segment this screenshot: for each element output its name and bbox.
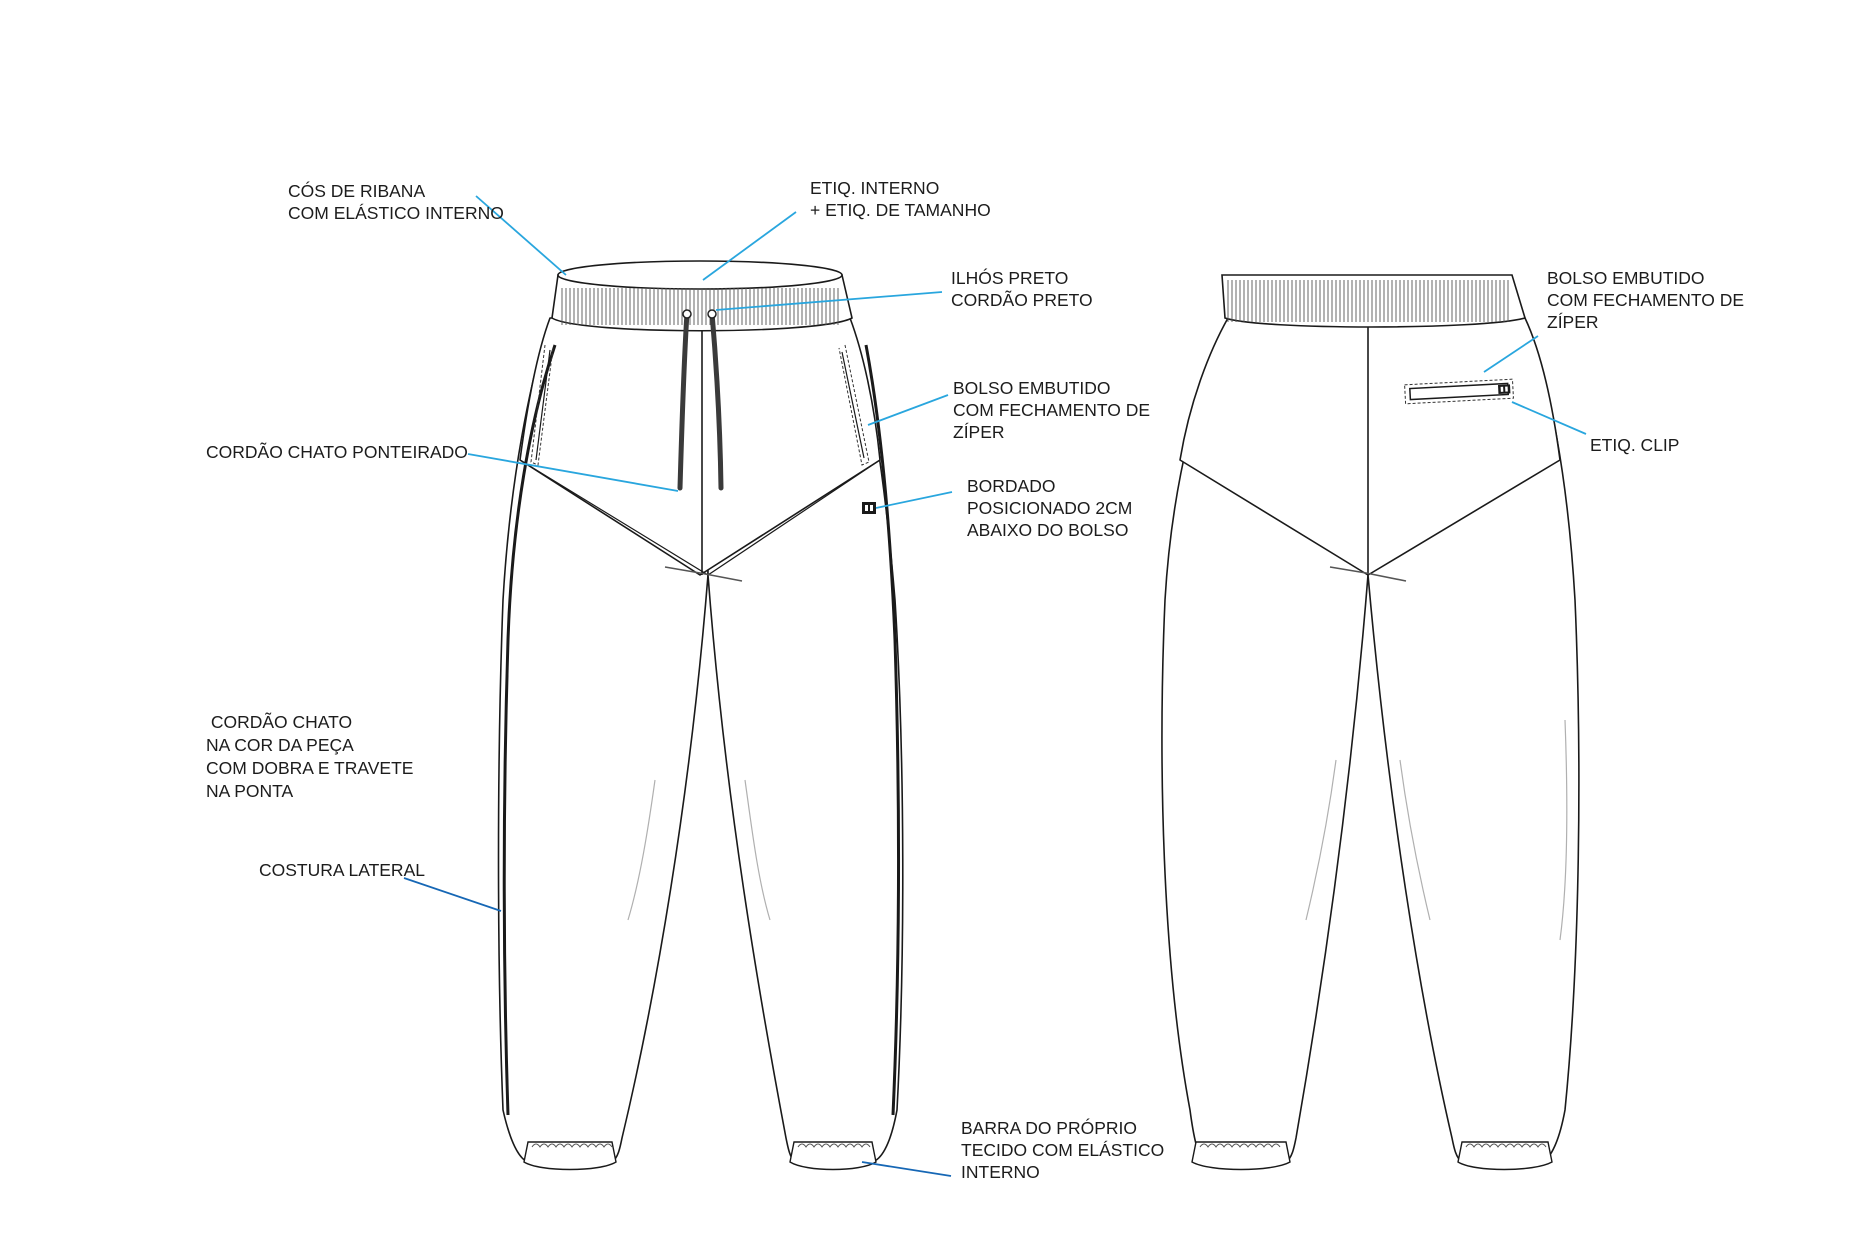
front-fold-left <box>627 779 656 921</box>
leader-side-seam <box>403 877 502 912</box>
leader-flat-cord <box>467 453 679 492</box>
back-torso <box>1179 317 1561 576</box>
label-side-seam: COSTURA LATERAL <box>259 860 425 880</box>
dc-logo-icon <box>1498 384 1511 394</box>
label-flat-cord: CORDÃO CHATO PONTEIRADO <box>206 441 468 462</box>
label-inner-label: ETIQ. INTERNO + ETIQ. DE TAMANHO <box>810 178 991 220</box>
front-right-cuff <box>789 1141 877 1171</box>
front-waistband <box>551 260 853 332</box>
leader-hem <box>861 1161 952 1177</box>
back-crotch-line <box>1329 566 1407 582</box>
back-zip-pocket <box>1404 378 1514 405</box>
back-fold-right <box>1399 759 1431 921</box>
label-flat-cord-colour: CORDÃO CHATO NA COR DA PEÇA COM DOBRA E … <box>206 711 448 801</box>
front-right-side-piping <box>864 344 901 1116</box>
front-fold-right <box>744 779 771 921</box>
back-fold-left <box>1305 759 1337 921</box>
label-front-zip-pocket: BOLSO EMBUTIDO COM FECHAMENTO DE ZÍPER <box>953 378 1155 442</box>
leader-waistband <box>475 195 567 276</box>
leader-eyelets <box>715 291 943 311</box>
back-waistband <box>1221 274 1527 328</box>
leader-lines <box>403 195 1587 1177</box>
front-crotch-line <box>664 566 743 582</box>
eyelet-right <box>707 309 717 319</box>
front-left-side-piping <box>502 344 557 1116</box>
back-left-cuff <box>1191 1141 1291 1171</box>
front-right-pocket <box>838 344 870 466</box>
front-torso <box>519 317 881 576</box>
front-drawstrings <box>677 309 724 491</box>
leader-front-zip-pocket <box>867 394 949 426</box>
back-right-cuff <box>1457 1141 1553 1171</box>
back-pants-view <box>1161 274 1580 1171</box>
front-left-cuff <box>523 1141 617 1171</box>
leader-embroidery <box>875 491 953 509</box>
labels: CÓS DE RIBANA COM ELÁSTICO INTERNO ETIQ.… <box>206 178 1749 1182</box>
label-waistband: CÓS DE RIBANA COM ELÁSTICO INTERNO <box>288 180 504 223</box>
label-back-zip-pocket: BOLSO EMBUTIDO COM FECHAMENTO DE ZÍPER <box>1547 268 1749 332</box>
label-clip-label: ETIQ. CLIP <box>1590 435 1679 455</box>
label-embroidery: BORDADO POSICIONADO 2CM ABAIXO DO BOLSO <box>967 476 1137 540</box>
back-fold-side <box>1559 719 1568 941</box>
leader-clip-label <box>1511 401 1587 435</box>
leader-inner-label <box>702 211 797 281</box>
label-hem: BARRA DO PRÓPRIO TECIDO COM ELÁSTICO INT… <box>961 1117 1169 1182</box>
dc-logo-icon <box>862 502 876 514</box>
front-left-pocket <box>530 344 554 466</box>
eyelet-left <box>682 309 692 319</box>
label-eyelets: ILHÓS PRETO CORDÃO PRETO <box>951 267 1093 310</box>
leader-back-zip-pocket <box>1483 335 1539 373</box>
front-pants-view <box>497 260 904 1171</box>
